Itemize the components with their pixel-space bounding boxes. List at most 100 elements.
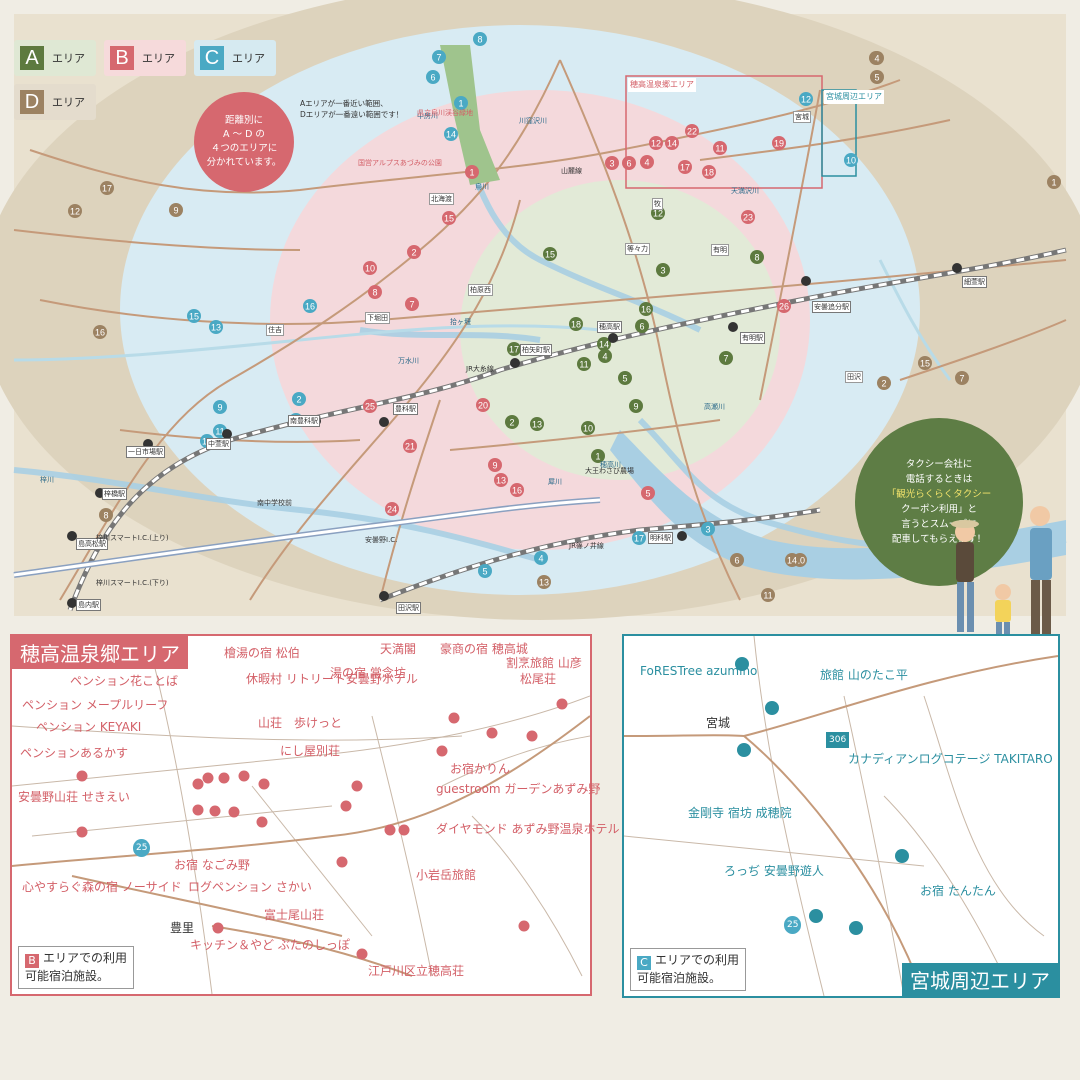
hotaka-lodging-label: 安曇野山荘 せきえい	[18, 790, 130, 804]
area-note-line-2: Dエリアが一番遠い範囲です！	[300, 110, 404, 119]
taxi-bubble: タクシー会社に 電話するときは 「観光らくらくタクシー クーポン利用」と 言うと…	[855, 418, 1023, 586]
map-pin-label: 12	[651, 139, 661, 149]
hotaka-lodging-label: ペンション KEYAKI	[36, 720, 142, 734]
station-dot	[728, 322, 738, 332]
station-label: 田沢駅	[396, 602, 421, 614]
map-pin-d-6: 6	[730, 553, 744, 567]
station-label: 島内駅	[76, 599, 101, 611]
hotaka-lodging-pin	[436, 745, 448, 757]
taxi-line-6: 配車してもらえます！	[891, 534, 987, 545]
map-pin-label: 2	[509, 418, 514, 428]
place-label: 梓川スマートI.C.(上り)	[96, 534, 169, 542]
miyagi-lodging-pin	[895, 849, 909, 863]
hotaka-lodging-label: 心やすらぐ森の宿 ノーサイド	[22, 880, 182, 894]
map-pin-label: 17	[102, 184, 112, 194]
map-pin-label: 9	[173, 206, 178, 216]
map-pin-d-7: 7	[955, 371, 969, 385]
legend-d: D エリア	[14, 84, 96, 120]
map-pin-dot	[93, 325, 107, 339]
map-pin-dot	[665, 136, 679, 150]
map-pin-label: 7	[436, 53, 441, 63]
map-pin-dot	[99, 508, 113, 522]
map-pin-dot	[772, 136, 786, 150]
map-pin-label: 11	[715, 144, 724, 154]
hotaka-lodging-pin	[448, 712, 460, 724]
station-dot	[379, 417, 389, 427]
miyagi-lodging-pin	[809, 909, 823, 923]
station-label: 明科駅	[648, 532, 673, 544]
map-pin-label: 4	[602, 352, 607, 362]
hotaka-box-label: 穂高温泉郷エリア	[628, 78, 696, 92]
map-pin-label: 5	[482, 567, 487, 577]
map-pin-c-15: 15	[187, 309, 201, 323]
map-pin-dot	[530, 417, 544, 431]
map-pin-d-13: 13	[537, 575, 551, 589]
legend-c: C エリア	[194, 40, 276, 76]
distance-line-1: 距離別に	[224, 115, 263, 126]
map-pin-dot	[534, 551, 548, 565]
map-pin-dot	[702, 165, 716, 179]
station-label: 一日市場駅	[126, 446, 165, 458]
miyagi-panel-map	[624, 636, 1058, 996]
map-pin-dot	[363, 399, 377, 413]
place-label: 国営アルプスあづみの公園	[358, 159, 442, 167]
map-pin-label: 11	[763, 591, 772, 601]
map-pin-d-1: 1	[1047, 175, 1061, 189]
map-pin-dot	[639, 302, 653, 316]
family-illustration	[951, 506, 1052, 635]
map-pin-label: 15	[545, 250, 555, 260]
map-pin-b-12: 12	[649, 136, 663, 150]
map-pin-label: 5	[622, 374, 627, 384]
station-label: 中萱駅	[206, 438, 231, 450]
map-pin-c-12: 12	[799, 92, 813, 106]
map-pin-dot	[741, 210, 755, 224]
map-pin-label: 6	[430, 73, 435, 83]
map-pin-label: 11	[215, 427, 224, 437]
map-pin-c-4: 4	[534, 551, 548, 565]
legend-c-letter: C	[200, 46, 224, 70]
map-pin-dot	[918, 356, 932, 370]
hotaka-lodging-label: 檜湯の宿 松伯	[224, 646, 300, 660]
map-pin-dot	[591, 449, 605, 463]
map-pin-b-7: 7	[405, 297, 419, 311]
hotaka-lodging-pin	[228, 806, 240, 818]
map-pin-d-11: 11	[761, 588, 775, 602]
map-pin-a-9: 9	[629, 399, 643, 413]
station-dot	[510, 358, 520, 368]
map-pin-dot	[701, 522, 715, 536]
map-pin-label: 1	[458, 99, 463, 109]
map-pin-d-14: 14	[785, 553, 799, 567]
map-pin-label: 8	[103, 511, 108, 521]
miyagi-lodging-pin	[737, 743, 751, 757]
hotaka-lodging-label: 松尾荘	[520, 672, 557, 686]
hotaka-lodging-label: 休暇村 リトリート安曇野ホテル	[246, 672, 418, 686]
miyagi-note-line-1: エリアでの利用	[655, 953, 740, 967]
miyagi-lodging-pin	[735, 657, 749, 671]
hotaka-lodging-label: ペンションあるかす	[20, 746, 129, 760]
map-pin-dot	[632, 531, 646, 545]
map-pin-d-17: 17	[100, 181, 114, 195]
map-pin-d-12: 12	[68, 204, 82, 218]
map-pin-dot	[100, 181, 114, 195]
map-pin-dot	[635, 319, 649, 333]
map-pin-c-13: 13	[209, 320, 223, 334]
map-pin-label: 12	[70, 207, 80, 217]
station-label: 梓橋駅	[102, 488, 127, 500]
map-pin-label: 15	[920, 359, 930, 369]
map-pin-label: 9	[633, 402, 638, 412]
river-label: 拾ヶ堰	[450, 318, 471, 326]
legend-a: A エリア	[14, 40, 96, 76]
river-label: 万水川	[398, 357, 419, 365]
map-pin-dot	[426, 70, 440, 84]
river-label: 天満沢川	[731, 187, 759, 195]
map-pin-label: 2	[411, 248, 416, 258]
map-pin-label: 8	[477, 35, 482, 45]
river-label: 穂高川	[600, 461, 621, 469]
map-pin-dot	[597, 337, 611, 351]
miyagi-panel-title: 宮城周辺エリア	[902, 963, 1058, 996]
area-note-line-1: Aエリアが一番近い範囲、	[300, 99, 388, 108]
hotaka-lodging-pin	[486, 727, 498, 739]
map-pin-c-3: 3	[701, 522, 715, 536]
map-pin-dot	[641, 486, 655, 500]
